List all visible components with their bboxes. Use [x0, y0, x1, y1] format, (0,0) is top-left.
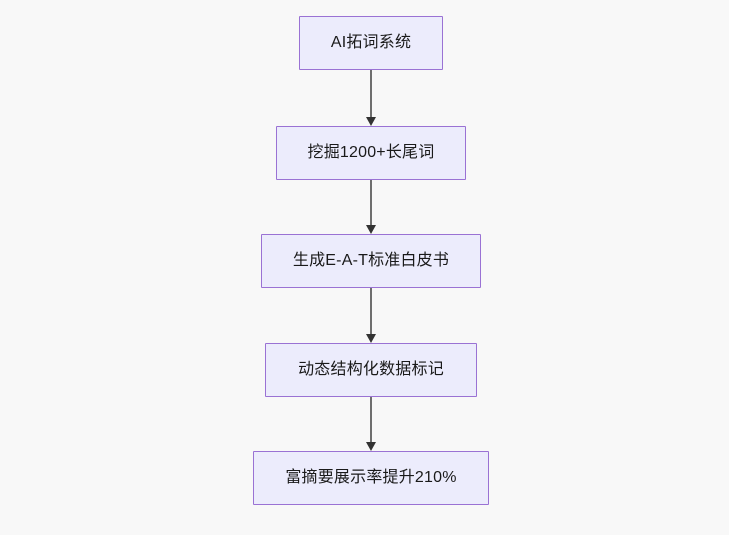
- flow-node-dynamic-structured-data-markup[interactable]: 动态结构化数据标记: [265, 343, 477, 397]
- edge-n1-n2: [370, 70, 372, 117]
- flow-node-label: 富摘要展示率提升210%: [285, 469, 457, 486]
- flow-node-mine-longtail-keywords[interactable]: 挖掘1200+长尾词: [276, 126, 466, 180]
- flow-node-generate-eat-whitepaper[interactable]: 生成E-A-T标准白皮书: [261, 234, 481, 288]
- edge-n3-n4: [370, 288, 372, 334]
- arrowhead-n3-n4: [365, 334, 376, 343]
- flow-node-rich-snippet-rate-increase[interactable]: 富摘要展示率提升210%: [253, 451, 489, 505]
- flow-node-label: 动态结构化数据标记: [298, 361, 444, 378]
- edge-n2-n3: [370, 180, 372, 225]
- arrowhead-n4-n5: [365, 442, 376, 451]
- flow-node-ai-keyword-system[interactable]: AI拓词系统: [299, 16, 443, 70]
- flow-node-label: 挖掘1200+长尾词: [307, 144, 435, 161]
- arrowhead-n1-n2: [365, 117, 376, 126]
- flow-node-label: AI拓词系统: [330, 34, 412, 51]
- flow-node-label: 生成E-A-T标准白皮书: [292, 252, 450, 269]
- arrowhead-n2-n3: [365, 225, 376, 234]
- edge-n4-n5: [370, 397, 372, 442]
